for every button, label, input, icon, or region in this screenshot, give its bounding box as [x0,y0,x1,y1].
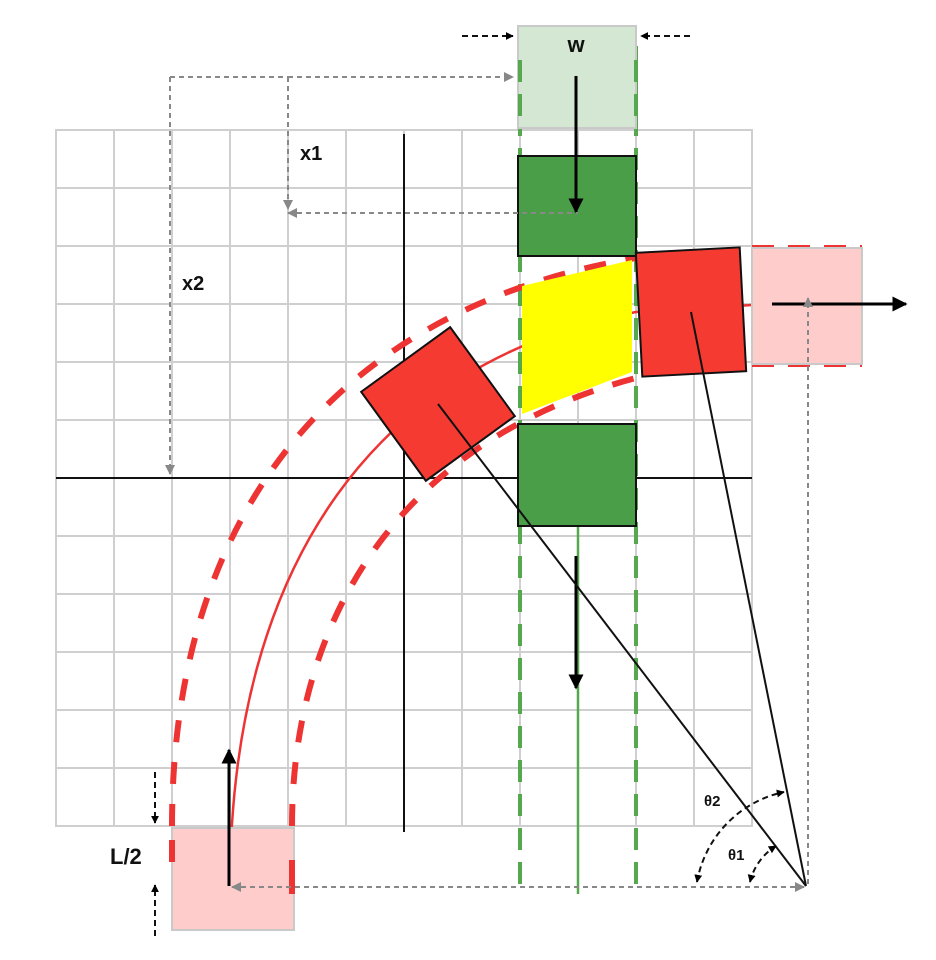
width-label: w [566,32,585,57]
theta1-label: θ1 [728,847,744,864]
x2-label: x2 [182,273,204,295]
red-path-inner-dashed [289,375,637,827]
red-path-outer-dashed [169,255,637,827]
x1-label: x1 [300,143,322,165]
dimension-lines [165,72,813,892]
green-vehicle-bottom [517,423,637,527]
theta2-label: θ2 [704,793,720,810]
red-ghost-start-vehicle [171,827,295,931]
conflict-zone [522,260,632,414]
angle-arcs [694,789,785,883]
theta1-arc [747,845,777,883]
half-length-label: L/2 [110,844,142,869]
